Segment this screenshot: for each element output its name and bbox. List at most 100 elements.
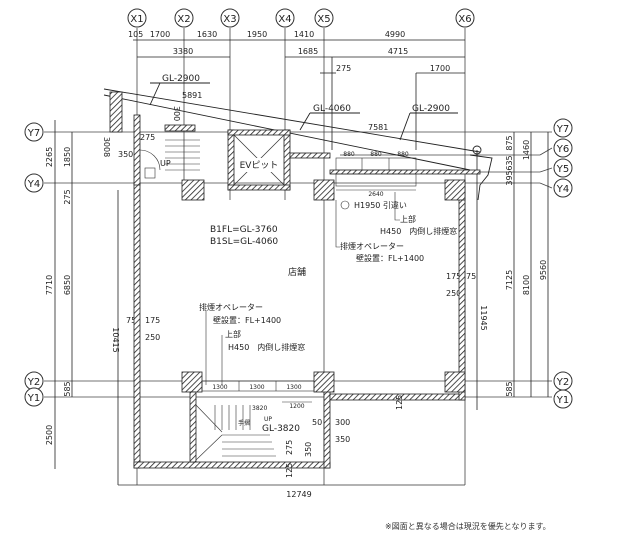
window-dims-bottom: 1300 1300 1300 1200 [212,384,304,410]
svg-text:上部: 上部 [400,214,416,224]
svg-text:Y5: Y5 [556,164,569,175]
stair-dimensions: 50 300 350 275 350 125 125 3820 [252,395,404,478]
svg-text:GL-2900: GL-2900 [162,74,200,84]
svg-text:X4: X4 [278,14,291,25]
grid-bubble-y4-left: Y4 [24,173,44,193]
right-dimension-lines [476,132,549,410]
svg-text:3008: 3008 [102,137,111,157]
svg-text:店舗: 店舗 [288,266,306,278]
svg-text:B1SL=GL-4060: B1SL=GL-4060 [210,237,278,247]
svg-text:175: 175 [145,316,160,325]
walls [109,91,481,469]
svg-text:11945: 11945 [479,305,488,330]
svg-text:4990: 4990 [385,30,405,39]
svg-text:X5: X5 [317,14,330,25]
svg-text:GL-2900: GL-2900 [412,104,450,114]
svg-text:300: 300 [335,418,350,427]
svg-text:1630: 1630 [197,30,217,39]
svg-text:1685: 1685 [298,47,318,56]
leader-lines [205,192,400,385]
svg-text:275: 275 [336,64,351,73]
left-dimensions: 2265 7710 2500 1850 275 6850 585 3008 10… [45,133,160,445]
svg-text:585: 585 [505,381,514,396]
svg-text:Y7: Y7 [556,124,569,135]
svg-text:H450 内倒し排煙窓: H450 内倒し排煙窓 [228,342,305,352]
svg-text:X2: X2 [177,14,190,25]
svg-text:75: 75 [466,272,476,281]
svg-text:105: 105 [128,30,143,39]
svg-text:1850: 1850 [63,147,72,167]
svg-text:50: 50 [312,418,322,427]
svg-text:上部: 上部 [225,329,241,339]
svg-text:UP: UP [264,416,272,423]
svg-text:350: 350 [335,435,350,444]
svg-text:10415: 10415 [111,327,120,352]
svg-text:GL-3820: GL-3820 [262,424,300,434]
svg-text:H450 内倒し排煙窓: H450 内倒し排煙窓 [380,226,457,236]
grid-bubble-y7-right: Y7 [553,118,573,138]
svg-text:壁設置：FL+1400: 壁設置：FL+1400 [356,253,424,263]
smoke-windows-top [335,157,417,191]
svg-text:635: 635 [505,155,514,170]
grid-bubble-x1: X1 [127,8,147,28]
room-labels: H1950 引違い 上部 H450 内倒し排煙窓 B1FL=GL-3760 B1… [199,200,457,434]
grid-bubble-x3: X3 [220,8,240,28]
svg-text:275: 275 [140,133,155,142]
svg-text:Y4: Y4 [27,179,40,190]
svg-text:300: 300 [172,106,181,121]
ev-pit: EVピット [233,134,285,186]
grid-bubble-x2: X2 [174,8,194,28]
svg-text:125: 125 [285,463,294,478]
up-label-top: UP [160,159,171,168]
svg-text:H1950 引違い: H1950 引違い [354,200,407,210]
site-slope-lines [103,82,493,201]
smoke-windows-bottom [201,380,315,403]
grid-bubble-y4-right: Y4 [553,178,573,198]
svg-text:1300: 1300 [249,384,264,391]
svg-text:X6: X6 [458,14,471,25]
svg-text:1410: 1410 [294,30,314,39]
svg-text:Y7: Y7 [27,128,40,139]
column-bubbles: X1 X2 X3 X4 X5 X6 [127,8,475,28]
svg-text:275: 275 [63,189,72,204]
top-dimensions: 105 1700 1630 1950 1410 4990 3380 1685 4… [128,30,450,73]
svg-text:手摺: 手摺 [238,419,250,427]
svg-text:Y2: Y2 [556,377,569,388]
svg-text:2640: 2640 [368,191,383,198]
grid-bubble-x4: X4 [275,8,295,28]
svg-text:Y2: Y2 [27,377,40,388]
svg-text:1700: 1700 [430,64,450,73]
svg-text:Y4: Y4 [556,184,569,195]
top-dimension-lines [133,39,465,150]
svg-text:125: 125 [395,395,404,410]
stair-upper [139,139,200,179]
svg-text:2265: 2265 [45,147,54,167]
svg-text:3820: 3820 [252,405,267,412]
window-dims-top: 880 880 880 2640 [343,151,409,198]
stair-lower [195,404,276,461]
svg-text:250: 250 [145,333,160,342]
grid-bubble-y1-left: Y1 [24,387,44,407]
grid-bubble-y5-right: Y5 [553,158,573,178]
svg-text:875: 875 [505,135,514,150]
svg-text:1460: 1460 [522,140,531,160]
left-dimension-lines [54,120,119,485]
grid-bubble-y2-right: Y2 [553,371,573,391]
svg-text:880: 880 [343,151,355,158]
svg-text:Y1: Y1 [27,393,40,404]
grid-bubble-y1-right: Y1 [553,389,573,409]
grid-bubble-y2-left: Y2 [24,371,44,391]
svg-text:排煙オペレーター: 排煙オペレーター [199,302,263,312]
svg-text:X1: X1 [130,14,143,25]
svg-text:GL-4060: GL-4060 [313,104,351,114]
disclaimer-note: ※図面と異なる場合は現況を優先となります。 [385,522,551,531]
svg-text:排煙オペレーター: 排煙オペレーター [340,241,404,251]
svg-text:7125: 7125 [505,270,514,290]
svg-text:9560: 9560 [539,260,548,280]
svg-text:275: 275 [285,440,294,455]
svg-text:Y1: Y1 [556,395,569,406]
right-dimensions: 875 635 395 7125 585 1460 8100 9560 175 … [446,135,548,396]
svg-text:2500: 2500 [45,425,54,445]
bottom-total-dimension: 12749 [286,490,311,499]
